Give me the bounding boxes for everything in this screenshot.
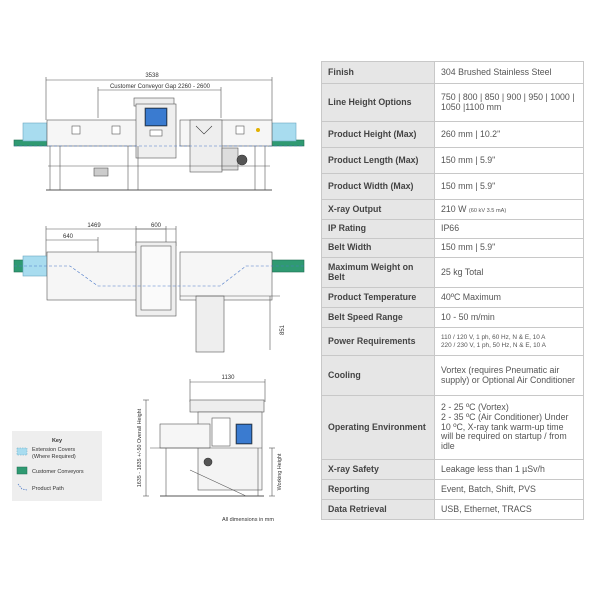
spec-row-xray-safety: X-ray Safety Leakage less than 1 µSv/h	[321, 459, 584, 480]
spec-row-line-height: Line Height Options 750 | 800 | 850 | 90…	[321, 83, 584, 122]
spec-row-product-length: Product Length (Max) 150 mm | 5.9"	[321, 147, 584, 174]
spec-value: 150 mm | 5.9"	[434, 147, 584, 174]
spec-key: Product Length (Max)	[321, 147, 435, 174]
spec-value: 25 kg Total	[434, 257, 584, 288]
dim-851: 851	[280, 324, 286, 335]
spec-key: X-ray Safety	[321, 459, 435, 480]
spec-value: 304 Brushed Stainless Steel	[434, 61, 584, 84]
spec-key: Belt Width	[321, 238, 435, 258]
product-path-swatch	[17, 483, 28, 491]
technical-drawings: 3538 Customer Conveyor Gap 2260 - 2600 1…	[12, 73, 305, 523]
key-item-sub: (Where Required)	[32, 454, 76, 460]
spec-row-ip-rating: IP Rating IP66	[321, 219, 584, 239]
dim-640: 640	[63, 234, 74, 240]
spec-row-max-weight: Maximum Weight on Belt 25 kg Total	[321, 257, 584, 288]
spec-value: USB, Ethernet, TRACS	[434, 499, 584, 520]
spec-value-2: 220 / 230 V, 1 ph, 50 Hz, N & E, 10 A	[441, 341, 546, 349]
spec-value: IP66	[434, 219, 584, 239]
spec-value: 210 W	[441, 203, 467, 214]
spec-value: 150 mm | 5.9"	[434, 238, 584, 258]
dim-overall-width: 3538	[145, 73, 159, 79]
spec-key: Operating Environment	[321, 395, 435, 460]
spec-key: Line Height Options	[321, 83, 435, 122]
spec-key: IP Rating	[321, 219, 435, 239]
spec-key: Data Retrieval	[321, 499, 435, 520]
spec-key: Maximum Weight on Belt	[321, 257, 435, 288]
spec-key: Belt Speed Range	[321, 307, 435, 328]
key-legend: Key Extension Covers (Where Required) Cu…	[12, 431, 102, 501]
dim-600: 600	[151, 223, 162, 229]
spec-value-2: 2 - 35 ºC (Air Conditioner) Under 10 ºC,…	[441, 411, 569, 452]
spec-row-power: Power Requirements 110 / 120 V, 1 ph, 60…	[321, 327, 584, 356]
key-item-label: Customer Conveyors	[32, 469, 84, 475]
dim-conveyor-gap: Customer Conveyor Gap 2260 - 2600	[110, 84, 211, 90]
front-view	[13, 77, 305, 191]
spec-key: X-ray Output	[321, 199, 435, 220]
spec-value: Event, Batch, Shift, PVS	[434, 479, 584, 500]
spec-row-reporting: Reporting Event, Batch, Shift, PVS	[321, 479, 584, 500]
spec-value: 40ºC Maximum	[434, 287, 584, 308]
dimensions-note: All dimensions in mm	[222, 517, 274, 523]
spec-row-product-temperature: Product Temperature 40ºC Maximum	[321, 287, 584, 308]
spec-key: Product Temperature	[321, 287, 435, 308]
spec-value: 260 mm | 10.2"	[434, 121, 584, 148]
conveyor-swatch	[16, 466, 28, 475]
spec-row-cooling: Cooling Vortex (requires Pneumatic air s…	[321, 355, 584, 396]
key-item-label: Extension Covers	[32, 447, 75, 453]
spec-value: Vortex (requires Pneumatic air supply) o…	[434, 355, 584, 396]
dim-overall-height: 1635 - 1835 +/-50 Overall Height	[137, 408, 143, 487]
dim-1469: 1469	[87, 223, 101, 229]
key-title: Key	[52, 438, 63, 444]
side-view	[143, 379, 275, 497]
spec-row-product-height: Product Height (Max) 260 mm | 10.2"	[321, 121, 584, 148]
spec-row-xray-output: X-ray Output 210 W (60 kV 3.5 mA)	[321, 199, 584, 220]
top-view	[13, 226, 305, 353]
spec-value: 2 - 25 ºC (Vortex)	[441, 401, 509, 412]
spec-key: Cooling	[321, 355, 435, 396]
spec-row-data-retrieval: Data Retrieval USB, Ethernet, TRACS	[321, 499, 584, 520]
specifications-table: Finish 304 Brushed Stainless Steel Line …	[321, 61, 584, 520]
dim-1130: 1130	[222, 375, 236, 381]
spec-key: Power Requirements	[321, 327, 435, 356]
spec-note: (60 kV 3.5 mA)	[468, 207, 507, 214]
spec-value: 10 - 50 m/min	[434, 307, 584, 328]
spec-value: 750 | 800 | 850 | 900 | 950 | 1000 | 105…	[434, 83, 584, 122]
spec-key: Reporting	[321, 479, 435, 500]
spec-key: Product Height (Max)	[321, 121, 435, 148]
spec-row-operating-environment: Operating Environment 2 - 25 ºC (Vortex)…	[321, 395, 584, 460]
spec-row-belt-speed: Belt Speed Range 10 - 50 m/min	[321, 307, 584, 328]
dim-working-height: Working Height	[277, 453, 283, 490]
spec-row-finish: Finish 304 Brushed Stainless Steel	[321, 61, 584, 84]
spec-value: Leakage less than 1 µSv/h	[434, 459, 584, 480]
spec-row-product-width: Product Width (Max) 150 mm | 5.9"	[321, 173, 584, 200]
extension-cover-swatch	[16, 447, 28, 456]
spec-key: Product Width (Max)	[321, 173, 435, 200]
spec-value: 150 mm | 5.9"	[434, 173, 584, 200]
spec-row-belt-width: Belt Width 150 mm | 5.9"	[321, 238, 584, 258]
key-item-label: Product Path	[32, 486, 64, 492]
spec-key: Finish	[321, 61, 435, 84]
spec-value: 110 / 120 V, 1 ph, 60 Hz, N & E, 10 A	[441, 334, 546, 342]
